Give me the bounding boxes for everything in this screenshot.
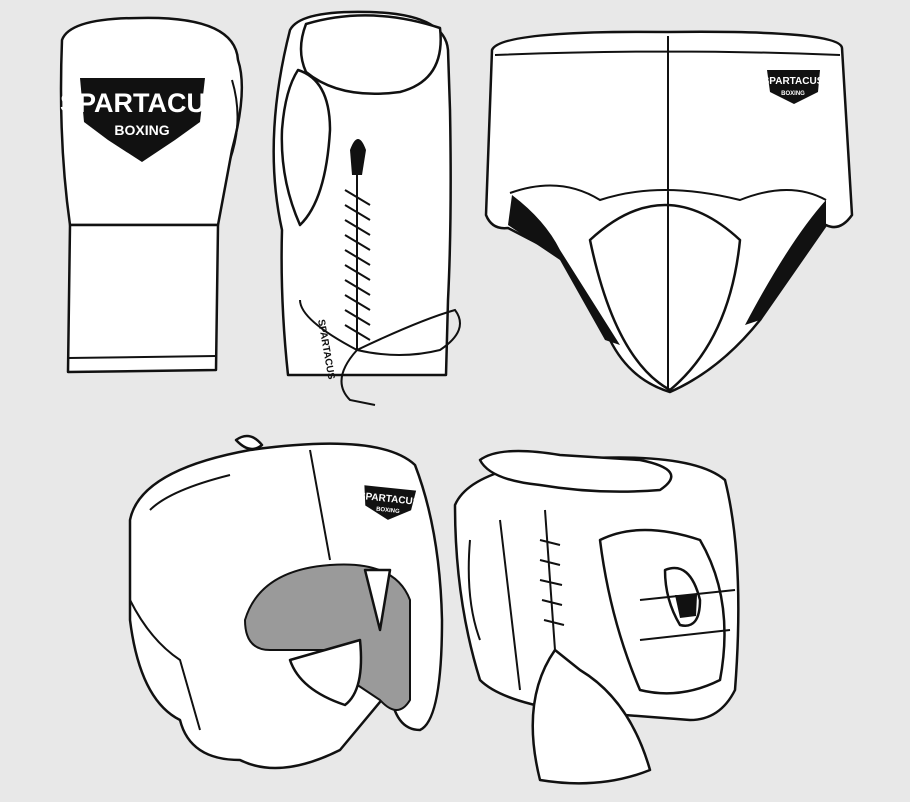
svg-text:SPARTACUS: SPARTACUS	[60, 88, 224, 118]
svg-text:BOXING: BOXING	[781, 91, 805, 97]
spartacus-logo: SPARTACUS BOXING	[60, 78, 224, 162]
spartacus-logo: SPARTACUS BOXING	[358, 485, 420, 520]
headgear-open-face	[453, 449, 740, 785]
svg-text:SPARTACUS: SPARTACUS	[763, 76, 824, 87]
svg-text:BOXING: BOXING	[376, 507, 400, 515]
glove-front: SPARTACUS BOXING	[59, 16, 244, 374]
glove-palm: SPARTACUS	[272, 10, 461, 406]
svg-text:BOXING: BOXING	[114, 122, 169, 138]
spartacus-logo: SPARTACUS BOXING	[763, 70, 824, 104]
groin-protector: SPARTACUS BOXING	[484, 30, 854, 394]
headgear-full-face: SPARTACUS BOXING	[128, 434, 444, 770]
